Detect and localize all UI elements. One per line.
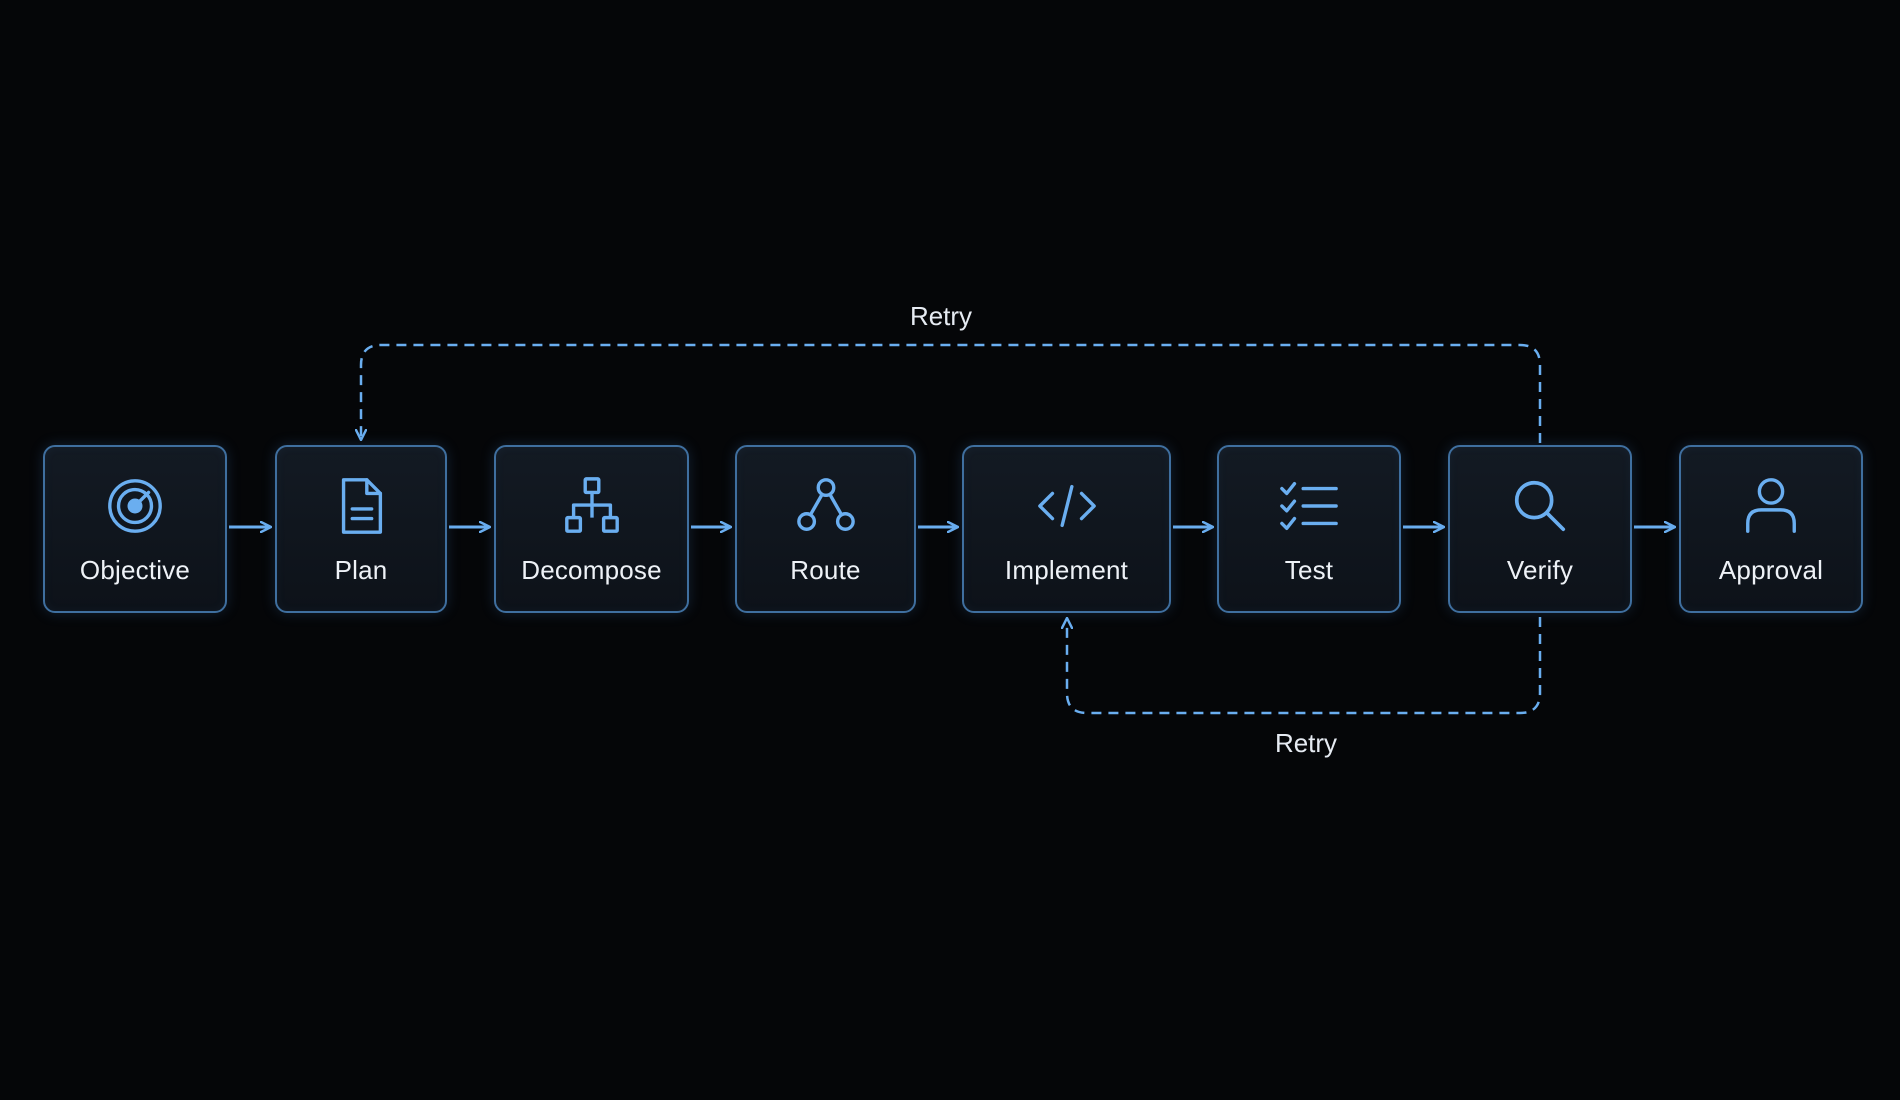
step-route[interactable]: Route — [735, 445, 916, 613]
step-implement[interactable]: Implement — [962, 445, 1171, 613]
hierarchy-icon — [561, 475, 623, 537]
target-icon — [104, 475, 166, 537]
step-approval[interactable]: Approval — [1679, 445, 1863, 613]
checklist-icon — [1278, 475, 1340, 537]
search-icon — [1509, 475, 1571, 537]
retry-loop-bottom — [1067, 617, 1542, 715]
step-label: Verify — [1506, 555, 1574, 585]
retry-loop-top — [361, 343, 1542, 443]
step-label: Implement — [1004, 555, 1129, 585]
step-label: Objective — [79, 555, 191, 585]
step-label: Plan — [334, 555, 388, 585]
step-label: Route — [790, 555, 861, 585]
step-plan[interactable]: Plan — [275, 445, 447, 613]
step-verify[interactable]: Verify — [1448, 445, 1632, 613]
route-nodes-icon — [795, 475, 857, 537]
user-icon — [1740, 475, 1802, 537]
retry-label-bottom: Retry — [1274, 728, 1338, 758]
step-test[interactable]: Test — [1217, 445, 1401, 613]
retry-label-top: Retry — [909, 301, 973, 331]
step-label: Approval — [1718, 555, 1824, 585]
step-label: Test — [1284, 555, 1334, 585]
step-objective[interactable]: Objective — [43, 445, 227, 613]
step-decompose[interactable]: Decompose — [494, 445, 689, 613]
step-label: Decompose — [521, 555, 662, 585]
code-icon — [1036, 475, 1098, 537]
document-icon — [330, 475, 392, 537]
